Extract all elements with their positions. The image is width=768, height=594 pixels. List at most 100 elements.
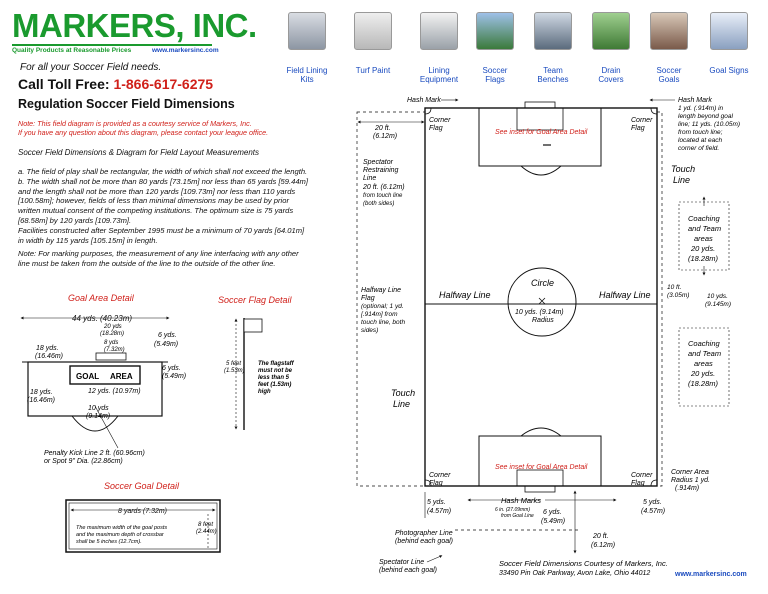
phone-number[interactable]: 1-866-617-6275 [113, 76, 214, 92]
area-label: AREA [110, 372, 133, 381]
nav-item-turf-paint[interactable]: Turf Paint [350, 12, 396, 75]
coach-top-2: and Team [688, 224, 721, 233]
half-1: Halfway Line [361, 287, 401, 294]
goal-note-1: The maximum width of the goal posts [76, 525, 167, 531]
y6a: 6 yds. [543, 509, 562, 516]
w8b: (7.32m) [104, 347, 125, 353]
radius-2: Radius [532, 317, 554, 324]
note-line: If you have any question about this diag… [18, 128, 269, 137]
circle-label: Circle [531, 278, 554, 288]
soccer-goal-icon [650, 12, 688, 50]
penalty-area [27, 361, 163, 417]
w12: 12 yds. (10.97m) [88, 388, 141, 395]
d6b: (5.49m) [162, 373, 186, 380]
nav-item-soccer-goals[interactable]: Soccer Goals [646, 12, 692, 84]
website-link[interactable]: www.markersinc.com [152, 47, 219, 54]
nav-label: Soccer Flags [482, 66, 508, 84]
goal-height-1: 8 feet [198, 522, 213, 528]
flag-height-2: (1.53m) [224, 368, 245, 374]
corner-arc [424, 107, 432, 115]
goal-width: 8 yards (7.32m) [118, 508, 167, 515]
penalty-arc [71, 415, 119, 432]
courtesy-note: Note: This field diagram is provided as … [18, 119, 268, 137]
d18a: 18 yds. [36, 345, 59, 352]
hash-r2: 1 yd. (.914m) in [678, 105, 724, 112]
nav-label: Goal Signs [709, 66, 749, 75]
company-logo[interactable]: MARKERS, INC. [12, 7, 257, 44]
footer-website[interactable]: www.markersinc.com [674, 571, 747, 578]
flag-note-2: must not be [258, 368, 293, 374]
rule-line: and the length shall not be more than 12… [18, 186, 296, 196]
ca-1: Corner Area [671, 469, 709, 476]
hm-1: Hash Marks [501, 496, 541, 505]
coach-bot-3: areas [694, 359, 713, 368]
goal-note-2: and the maximum depth of crossbar [76, 532, 165, 538]
goal-label: GOAL [76, 372, 99, 381]
ft20b: (6.12m) [373, 133, 397, 140]
penalty-line-1: Penalty Kick Line 2 ft. (60.96cm) [44, 450, 145, 457]
tagline: Quality Products at Reasonable Prices [12, 47, 132, 54]
rule-line: line must be taken from the outside of t… [18, 259, 276, 269]
y5a-right: 5 yds. [643, 499, 662, 506]
field-boundary [424, 107, 658, 487]
hm-2: 6 in. (27.09mm) [495, 507, 530, 513]
d18b: (16.46m) [35, 353, 63, 360]
page-title: Regulation Soccer Field Dimensions [18, 97, 235, 111]
y6b: (5.49m) [541, 518, 565, 525]
spect-6: (both sides) [363, 201, 394, 207]
halfway-label-right: Halfway Line [599, 290, 651, 300]
flag-note-4: feet (1.53m) [258, 382, 291, 388]
hash-r4: line; 11 yds. (10.05m) [678, 121, 740, 128]
ft20b-bottom: (6.12m) [591, 542, 615, 549]
w6a: 6 yds. [158, 332, 177, 339]
corner-flag-br-2: Flag [631, 480, 645, 487]
goal-height-2: (2.44m) [196, 529, 217, 535]
flag-title: Soccer Flag Detail [218, 295, 293, 305]
rule-line: [100.58m]; however, fields of less than … [18, 196, 289, 206]
corner-flag-tr-2: Flag [631, 125, 645, 132]
nav-item-drain-covers[interactable]: Drain Covers [588, 12, 634, 84]
hash-r3: length beyond goal [678, 113, 733, 120]
y5b-left: (4.57m) [427, 508, 451, 515]
penalty-leader [94, 405, 119, 449]
nav-item-lining-equipment[interactable]: Lining Equipment [416, 12, 462, 84]
corner-flag-br-1: Corner [631, 472, 653, 479]
goal-sign-icon [710, 12, 748, 50]
corner-arc [650, 479, 658, 487]
soccer-flag-icon [476, 12, 514, 50]
top-penalty-arc [520, 165, 562, 176]
top-inset-note: See inset for Goal Area Detail [495, 129, 588, 136]
y5b-right: (4.57m) [641, 508, 665, 515]
touch-line-right-1: Touch [671, 164, 695, 174]
s18b: (16.46m) [27, 397, 55, 404]
goal-area-box [69, 365, 141, 385]
team-bench-icon [534, 12, 572, 50]
nav-item-soccer-flags[interactable]: Soccer Flags [472, 12, 518, 84]
coach-top-1: Coaching [688, 214, 721, 223]
corner-flag-tl-1: Corner [429, 117, 451, 124]
nav-label: Lining Equipment [419, 66, 459, 84]
half-2: Flag [361, 295, 375, 302]
w20b: (18.28m) [100, 331, 124, 337]
ft10a: 10 ft. [667, 284, 682, 291]
nav-label: Soccer Goals [656, 66, 682, 84]
bottom-penalty-arc [520, 427, 562, 437]
corner-flag-tl-2: Flag [429, 125, 443, 132]
nav-item-team-benches[interactable]: Team Benches [530, 12, 576, 84]
nav-item-goal-signs[interactable]: Goal Signs [706, 12, 752, 75]
drain-cover-icon [592, 12, 630, 50]
bottom-inset-note: See inset for Goal Area Detail [495, 464, 588, 471]
hm-3: from Goal Line [501, 513, 534, 519]
flag-cloth [243, 318, 263, 333]
center-circle [507, 267, 577, 337]
rule-line: b. The width shall not be more than 80 y… [18, 176, 308, 186]
nav-item-field-lining-kits[interactable]: Field Lining Kits [284, 12, 330, 84]
corner-arc [650, 107, 658, 115]
spectator-line-arrow [426, 555, 443, 563]
radius-1: 10 yds. (9.14m) [515, 309, 564, 316]
goal-inner-frame [68, 502, 218, 550]
touch-line-right-2: Line [673, 175, 690, 185]
ft20a-bottom: 20 ft. [592, 533, 609, 540]
intro-text: For all your Soccer Field needs. [20, 62, 162, 73]
coaching-area-top [678, 201, 730, 271]
